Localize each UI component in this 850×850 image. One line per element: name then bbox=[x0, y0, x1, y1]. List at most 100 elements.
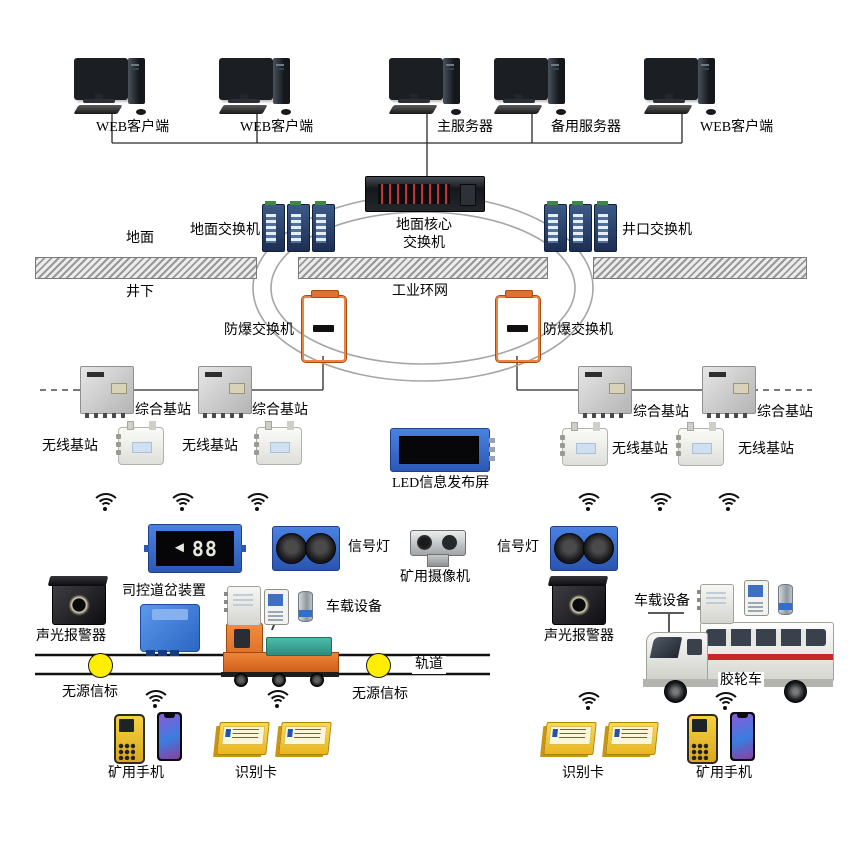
ground-switch-device bbox=[262, 201, 335, 252]
signal-light-left-label: 信号灯 bbox=[348, 540, 390, 555]
mine-camera-label: 矿用摄像机 bbox=[400, 570, 470, 585]
integrated-base-station-label-1: 综合基站 bbox=[135, 403, 191, 418]
web-client-label-1: WEB客户端 bbox=[96, 120, 170, 135]
web-client-label-2: WEB客户端 bbox=[240, 120, 314, 135]
switch-control-display-device: ◄88 bbox=[144, 524, 246, 573]
signal-light-right-device bbox=[550, 526, 618, 571]
wifi-signal-icon bbox=[260, 682, 294, 708]
onboard-antenna-right bbox=[778, 584, 793, 615]
explosionproof-switch-right bbox=[495, 290, 541, 363]
onboard-device-box-left bbox=[224, 586, 261, 626]
switch-control-label: 司控道岔装置 bbox=[122, 584, 206, 599]
wifi-signal-icon bbox=[708, 684, 742, 710]
main-server-computer bbox=[387, 58, 467, 116]
surface-divider-bar-left bbox=[35, 257, 257, 279]
web-client-computer-1 bbox=[72, 58, 152, 116]
id-card-icon bbox=[216, 722, 270, 755]
explosionproof-switch-left bbox=[301, 290, 347, 363]
ground-switch-label: 地面交换机 bbox=[190, 223, 260, 238]
wellhead-switch-label: 井口交换机 bbox=[622, 223, 692, 238]
id-card-right-label: 识别卡 bbox=[562, 766, 604, 781]
wifi-signal-icon bbox=[643, 485, 677, 511]
onboard-handset-left bbox=[264, 589, 289, 625]
sound-light-alarm-right-label: 声光报警器 bbox=[544, 629, 614, 644]
onboard-handset-right bbox=[744, 580, 769, 616]
wifi-signal-icon bbox=[571, 684, 605, 710]
integrated-base-station-3 bbox=[578, 366, 632, 418]
led-display-label: LED信息发布屏 bbox=[392, 476, 490, 491]
mine-phone-left-label: 矿用手机 bbox=[108, 766, 164, 781]
passive-beacon-left-icon bbox=[88, 653, 113, 678]
onboard-antenna-left bbox=[298, 591, 313, 622]
wireless-base-station-label-3: 无线基站 bbox=[612, 442, 668, 457]
wifi-signal-icon bbox=[571, 485, 605, 511]
web-client-label-3: WEB客户端 bbox=[700, 120, 774, 135]
id-card-icon bbox=[543, 722, 597, 755]
web-client-computer-2 bbox=[217, 58, 297, 116]
integrated-base-station-label-2: 综合基站 bbox=[252, 403, 308, 418]
wellhead-switch-device bbox=[544, 201, 617, 252]
id-card-left-label: 识别卡 bbox=[235, 766, 277, 781]
wifi-signal-icon bbox=[88, 485, 122, 511]
wireless-base-station-label-4: 无线基站 bbox=[738, 442, 794, 457]
integrated-base-station-label-4: 综合基站 bbox=[757, 405, 813, 420]
antenna-mast bbox=[668, 612, 670, 640]
explosionproof-switch-left-label: 防爆交换机 bbox=[224, 323, 294, 338]
onboard-device-right-label: 车载设备 bbox=[634, 594, 690, 609]
track-label: 轨道 bbox=[412, 656, 446, 674]
web-client-computer-3 bbox=[642, 58, 722, 116]
wireless-base-station-1 bbox=[116, 421, 164, 465]
mine-phone-right-icon bbox=[687, 714, 718, 764]
wireless-base-station-4 bbox=[676, 422, 724, 466]
surface-label: 地面 bbox=[126, 231, 154, 246]
switch-control-junction-box bbox=[140, 604, 200, 656]
wireless-base-station-label-2: 无线基站 bbox=[182, 439, 238, 454]
led-display-device bbox=[390, 428, 495, 472]
smartphone-left-icon bbox=[157, 712, 182, 761]
main-server-label: 主服务器 bbox=[437, 120, 493, 135]
sound-light-alarm-right-device bbox=[552, 583, 606, 625]
core-switch-device bbox=[365, 176, 485, 212]
wifi-signal-icon bbox=[165, 485, 199, 511]
explosionproof-switch-right-label: 防爆交换机 bbox=[543, 323, 613, 338]
rubber-tyred-vehicle-label: 胶轮车 bbox=[718, 672, 764, 690]
left-arrow-icon: ◄ bbox=[172, 540, 187, 556]
ring-network-label: 工业环网 bbox=[392, 284, 448, 299]
passive-beacon-right-icon bbox=[366, 653, 391, 678]
battery-box bbox=[266, 637, 332, 656]
mouse-icon bbox=[136, 109, 146, 115]
wireless-base-station-2 bbox=[254, 421, 302, 465]
wireless-base-station-3 bbox=[560, 422, 608, 466]
sound-light-alarm-left-label: 声光报警器 bbox=[36, 629, 106, 644]
integrated-base-station-2 bbox=[198, 366, 252, 418]
electric-locomotive bbox=[218, 615, 344, 687]
wifi-signal-icon bbox=[240, 485, 274, 511]
switch-display-screen: ◄88 bbox=[156, 531, 234, 566]
wireless-base-station-label-1: 无线基站 bbox=[42, 439, 98, 454]
underground-label: 井下 bbox=[126, 285, 154, 300]
signal-light-left-device bbox=[272, 526, 340, 571]
wifi-signal-icon bbox=[138, 682, 172, 708]
smartphone-right-icon bbox=[730, 712, 755, 761]
integrated-base-station-4 bbox=[702, 366, 756, 418]
mine-phone-right-label: 矿用手机 bbox=[696, 766, 752, 781]
integrated-base-station-label-3: 综合基站 bbox=[633, 405, 689, 420]
id-card-icon bbox=[605, 722, 659, 755]
backup-server-computer bbox=[492, 58, 572, 116]
onboard-device-box-right bbox=[697, 584, 734, 624]
passive-beacon-left-label: 无源信标 bbox=[62, 685, 118, 700]
mine-camera-device bbox=[410, 530, 466, 568]
integrated-base-station-1 bbox=[80, 366, 134, 418]
core-switch-label: 地面核心交换机 bbox=[396, 218, 452, 251]
signal-light-right-label: 信号灯 bbox=[497, 540, 539, 555]
passive-beacon-right-label: 无源信标 bbox=[352, 687, 408, 702]
id-card-icon bbox=[278, 722, 332, 755]
mine-phone-left-icon bbox=[114, 714, 145, 764]
onboard-device-left-label: 车载设备 bbox=[326, 600, 382, 615]
wifi-signal-icon bbox=[711, 485, 745, 511]
backup-server-label: 备用服务器 bbox=[551, 120, 621, 135]
sound-light-alarm-left-device bbox=[52, 583, 106, 625]
surface-divider-bar-middle bbox=[298, 257, 548, 279]
